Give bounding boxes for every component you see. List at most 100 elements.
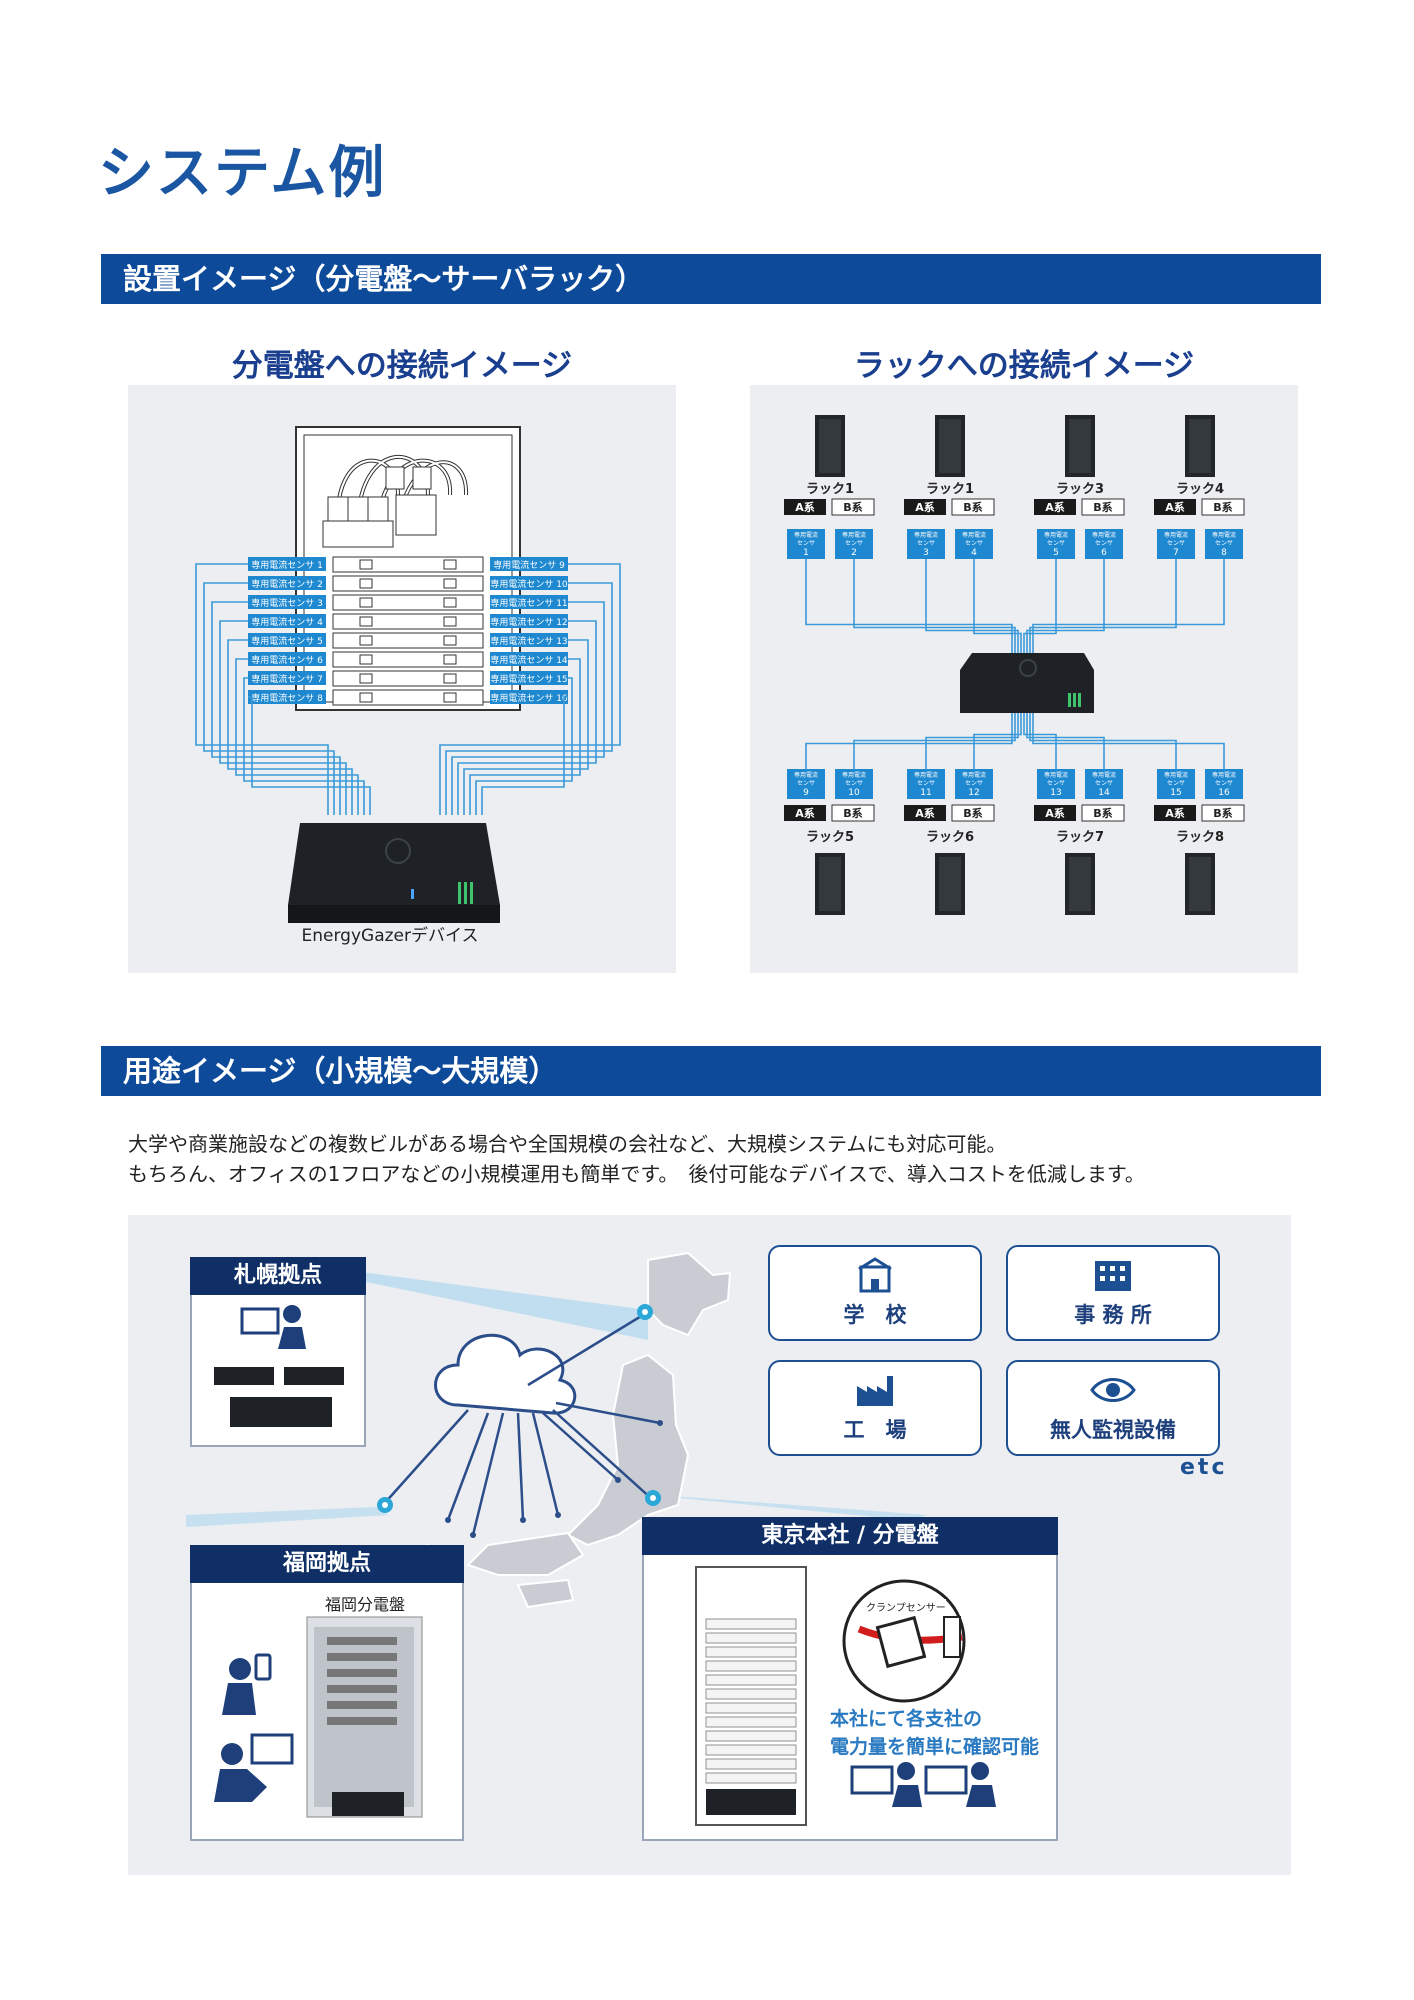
svg-text:センサ: センサ — [845, 540, 863, 547]
breaker-diagram: 専用電流センサ 1 専用電流センサ 2 専用電流センサ 3 専用電流センサ 4 専用電流… — [195, 426, 621, 946]
rack-label: ラック1 — [926, 482, 974, 497]
svg-text:専用電流: 専用電流 — [1212, 531, 1236, 539]
system-b-tag: B系 — [963, 500, 982, 514]
sensor-label — [248, 614, 326, 628]
use-factory-label: 工 場 — [843, 1418, 907, 1442]
energygazer-device — [288, 823, 500, 923]
current-sensor-icon — [1157, 529, 1195, 559]
tokyo-note-line2: 電力量を簡単に確認可能 — [830, 1736, 1040, 1758]
sensor-label — [248, 690, 326, 704]
sensor-label — [248, 576, 326, 590]
breaker-row — [705, 1702, 797, 1714]
system-b-tag: B系 — [1213, 500, 1232, 514]
breaker-row — [705, 1632, 797, 1644]
tokyo-site: クランプセンサー 本社にて各支社の 電力量を簡単に確認可能 — [642, 1517, 1058, 1841]
rack-label: ラック8 — [1176, 830, 1224, 845]
sensor-label-text: 専用電流センサ 3 — [251, 597, 323, 609]
sensor-label-text: 専用電流センサ 7 — [251, 673, 323, 685]
breaker-row — [332, 670, 484, 687]
fukuoka-site: 福岡分電盤 — [190, 1545, 464, 1841]
svg-text:センサ: センサ — [1047, 540, 1065, 547]
breaker-row — [332, 594, 484, 611]
svg-text:センサ: センサ — [1215, 540, 1233, 547]
rack-label: ラック6 — [926, 830, 974, 845]
rack-label: ラック4 — [1176, 482, 1224, 497]
svg-text:専用電流: 専用電流 — [794, 531, 818, 539]
svg-text:センサ: センサ — [917, 780, 935, 787]
svg-text:専用電流: 専用電流 — [842, 531, 866, 539]
sensor-number: 1 — [803, 548, 809, 558]
install-section-header: 設置イメージ（分電盤〜サーバラック） — [101, 254, 1321, 304]
breaker-row — [705, 1758, 797, 1770]
svg-text:専用電流: 専用電流 — [1212, 771, 1236, 779]
etc-label: etc — [1180, 1455, 1228, 1480]
svg-text:専用電流: 専用電流 — [1044, 531, 1068, 539]
factory-icon — [857, 1376, 893, 1406]
current-sensor-icon — [835, 529, 873, 559]
breaker-row — [332, 632, 484, 649]
system-b-tag: B系 — [843, 806, 862, 820]
current-sensor-icon — [787, 769, 825, 799]
sensor-labels-left: 専用電流センサ 1 専用電流センサ 2 専用電流センサ 3 専用電流センサ 4 専用電流… — [248, 557, 326, 704]
sensor-label-text: 専用電流センサ 9 — [493, 559, 565, 571]
sensor-number: 10 — [848, 788, 860, 798]
sensor-number: 6 — [1101, 548, 1107, 558]
current-sensor-icon — [835, 769, 873, 799]
sensor-label — [490, 595, 568, 609]
sensor-number: 11 — [920, 788, 931, 798]
system-b-tag: B系 — [963, 806, 982, 820]
system-b-tag: B系 — [1093, 806, 1112, 820]
svg-text:専用電流: 専用電流 — [1164, 531, 1188, 539]
system-a-tag: A系 — [1045, 806, 1065, 820]
breaker-panel-title: 分電盤への接続イメージ — [231, 348, 573, 384]
eye-icon — [1090, 1378, 1136, 1402]
svg-text:専用電流: 専用電流 — [842, 771, 866, 779]
rack-title: ラックへの接続イメージ — [853, 348, 1195, 384]
svg-text:センサ: センサ — [797, 780, 815, 787]
svg-text:専用電流: 専用電流 — [914, 531, 938, 539]
breaker-row — [705, 1674, 797, 1686]
sensor-label — [248, 557, 326, 571]
system-b-tag: B系 — [843, 500, 862, 514]
svg-text:専用電流: 専用電流 — [1092, 771, 1116, 779]
sensor-number: 16 — [1218, 788, 1230, 798]
breaker-row — [705, 1744, 797, 1756]
svg-text:専用電流: 専用電流 — [914, 771, 938, 779]
sensor-label-text: 専用電流センサ 10 — [490, 578, 568, 590]
rack-label: ラック5 — [806, 830, 854, 845]
current-sensor-icon — [907, 529, 945, 559]
sensor-number: 4 — [971, 548, 977, 558]
sensor-label-text: 専用電流センサ 4 — [251, 616, 323, 628]
office-building-icon — [1095, 1261, 1131, 1291]
current-sensor-icon — [907, 769, 945, 799]
current-sensor-icon — [1205, 529, 1243, 559]
sapporo-label: 札幌拠点 — [190, 1257, 366, 1295]
system-a-tag: A系 — [1165, 806, 1185, 820]
sensor-label-text: 専用電流センサ 1 — [251, 559, 323, 571]
use-office: 事 務 所 — [1006, 1245, 1220, 1341]
current-sensor-icon — [1085, 769, 1123, 799]
cloud-icon — [434, 1333, 577, 1415]
svg-text:専用電流: 専用電流 — [962, 531, 986, 539]
svg-text:専用電流: 専用電流 — [962, 771, 986, 779]
sensor-label-text: 専用電流センサ 12 — [490, 616, 567, 628]
sensor-label — [490, 690, 568, 704]
sensor-number: 13 — [1050, 788, 1061, 798]
breaker-row — [705, 1772, 797, 1784]
svg-text:センサ: センサ — [1095, 780, 1113, 787]
sensor-number: 8 — [1221, 548, 1227, 558]
use-factory: 工 場 — [768, 1360, 982, 1456]
tokyo-note-line1: 本社にて各支社の — [830, 1708, 983, 1730]
use-office-label: 事 務 所 — [1074, 1303, 1152, 1327]
sensor-label — [490, 614, 568, 628]
sensor-label-text: 専用電流センサ 2 — [251, 578, 323, 590]
system-a-tag: A系 — [795, 500, 815, 514]
sensor-label — [490, 576, 568, 590]
system-b-tag: B系 — [1093, 500, 1112, 514]
breaker-row — [332, 556, 484, 573]
svg-text:センサ: センサ — [917, 540, 935, 547]
system-a-tag: A系 — [1045, 500, 1065, 514]
use-monitoring-label: 無人監視設備 — [1050, 1418, 1176, 1442]
svg-text:専用電流: 専用電流 — [1092, 531, 1116, 539]
